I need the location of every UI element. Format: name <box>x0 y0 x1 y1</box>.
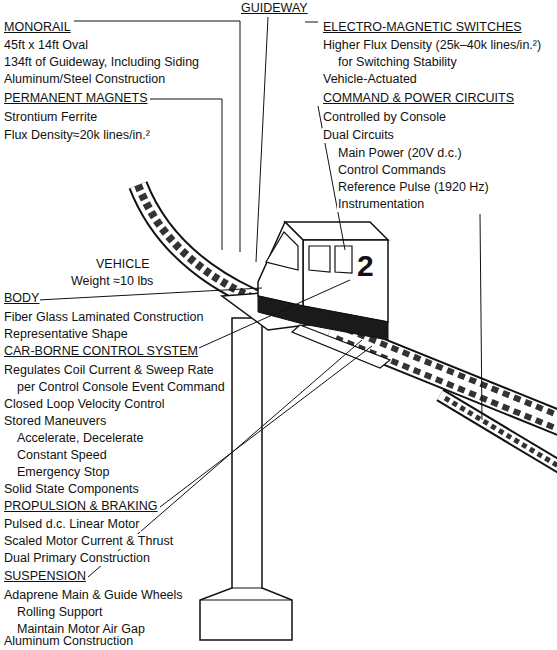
leader-line <box>190 280 350 352</box>
callout-text: Main Power (20V d.c.) <box>337 146 463 161</box>
callout-heading: MONORAIL <box>3 20 72 35</box>
callout-text: 134ft of Guideway, Including Siding <box>3 55 200 70</box>
callout-text: for Switching Stability <box>337 55 458 70</box>
callout-text: Dual Circuits <box>322 128 395 143</box>
callout-heading: BODY <box>3 291 40 306</box>
callout-heading: COMMAND & POWER CIRCUITS <box>322 91 515 106</box>
callout-text: VEHICLE <box>95 257 151 272</box>
callout-text: Accelerate, Decelerate <box>16 431 144 446</box>
callout-heading: PERMANENT MAGNETS <box>3 91 149 106</box>
callout-text: Fiber Glass Laminated Construction <box>3 310 204 325</box>
callout-text: Adaprene Main & Guide Wheels <box>3 588 184 603</box>
callout-text: Scaled Motor Current & Thrust <box>3 534 174 549</box>
switch-coils <box>445 398 557 470</box>
callout-text: Closed Loop Velocity Control <box>3 397 166 412</box>
leader-line <box>305 22 318 23</box>
guideway-beam <box>138 185 262 302</box>
vehicle-skirt <box>258 296 388 340</box>
switch-siding <box>440 395 557 470</box>
callout-text: Representative Shape <box>3 327 129 342</box>
callout-text: 45ft x 14ft Oval <box>3 38 89 53</box>
pylon-detail <box>200 588 292 600</box>
callout-text: Dual Primary Construction <box>3 551 151 566</box>
callout-heading: SUSPENSION <box>3 569 87 584</box>
callout-text: Pulsed d.c. Linear Motor <box>3 517 141 532</box>
callout-text: Stored Maneuvers <box>3 414 107 429</box>
callout-text: Solid State Components <box>3 482 140 497</box>
vehicle-front <box>258 222 303 306</box>
callout-text: Controlled by Console <box>322 110 447 125</box>
callout-text: Strontium Ferrite <box>3 110 98 125</box>
callout-heading: CAR-BORNE CONTROL SYSTEM <box>3 344 199 359</box>
leader-line <box>38 288 262 300</box>
callout-heading: ELECTRO-MAGNETIC SWITCHES <box>322 20 523 35</box>
callout-text: Aluminum Construction <box>3 634 134 649</box>
leader-line <box>150 99 222 250</box>
guideway-title: GUIDEWAY <box>240 1 309 16</box>
switch-siding <box>440 395 557 470</box>
leader-line <box>480 214 482 420</box>
callout-text: Control Commands <box>337 163 447 178</box>
guideway-beam <box>138 185 262 302</box>
vehicle-window <box>309 246 352 273</box>
callout-text: Vehicle-Actuated <box>322 72 418 87</box>
callout-text: Constant Speed <box>16 448 108 463</box>
callout-text: Flux Density≈20k lines/in.² <box>3 128 151 143</box>
callout-text: Emergency Stop <box>16 465 110 480</box>
callout-text: Reference Pulse (1920 Hz) <box>337 180 490 195</box>
leader-line <box>256 17 268 262</box>
callout-text: per Control Console Event Command <box>16 380 226 395</box>
vehicle-window <box>266 232 298 270</box>
callout-text: Rolling Support <box>16 605 103 620</box>
guideway-beam <box>330 330 557 425</box>
vehicle-number: 2 <box>356 250 375 282</box>
callout-heading: PROPULSION & BRAKING <box>3 499 159 514</box>
guideway-beam <box>330 330 557 425</box>
callout-text: Instrumentation <box>337 197 425 212</box>
magnet-row <box>138 185 262 302</box>
callout-text: Weight ≈10 lbs <box>70 274 154 289</box>
callout-text: Aluminum/Steel Construction <box>3 72 166 87</box>
callout-text: Higher Flux Density (25k–40k lines/in.²) <box>322 38 542 53</box>
callout-text: Regulates Coil Current & Sweep Rate <box>3 363 215 378</box>
